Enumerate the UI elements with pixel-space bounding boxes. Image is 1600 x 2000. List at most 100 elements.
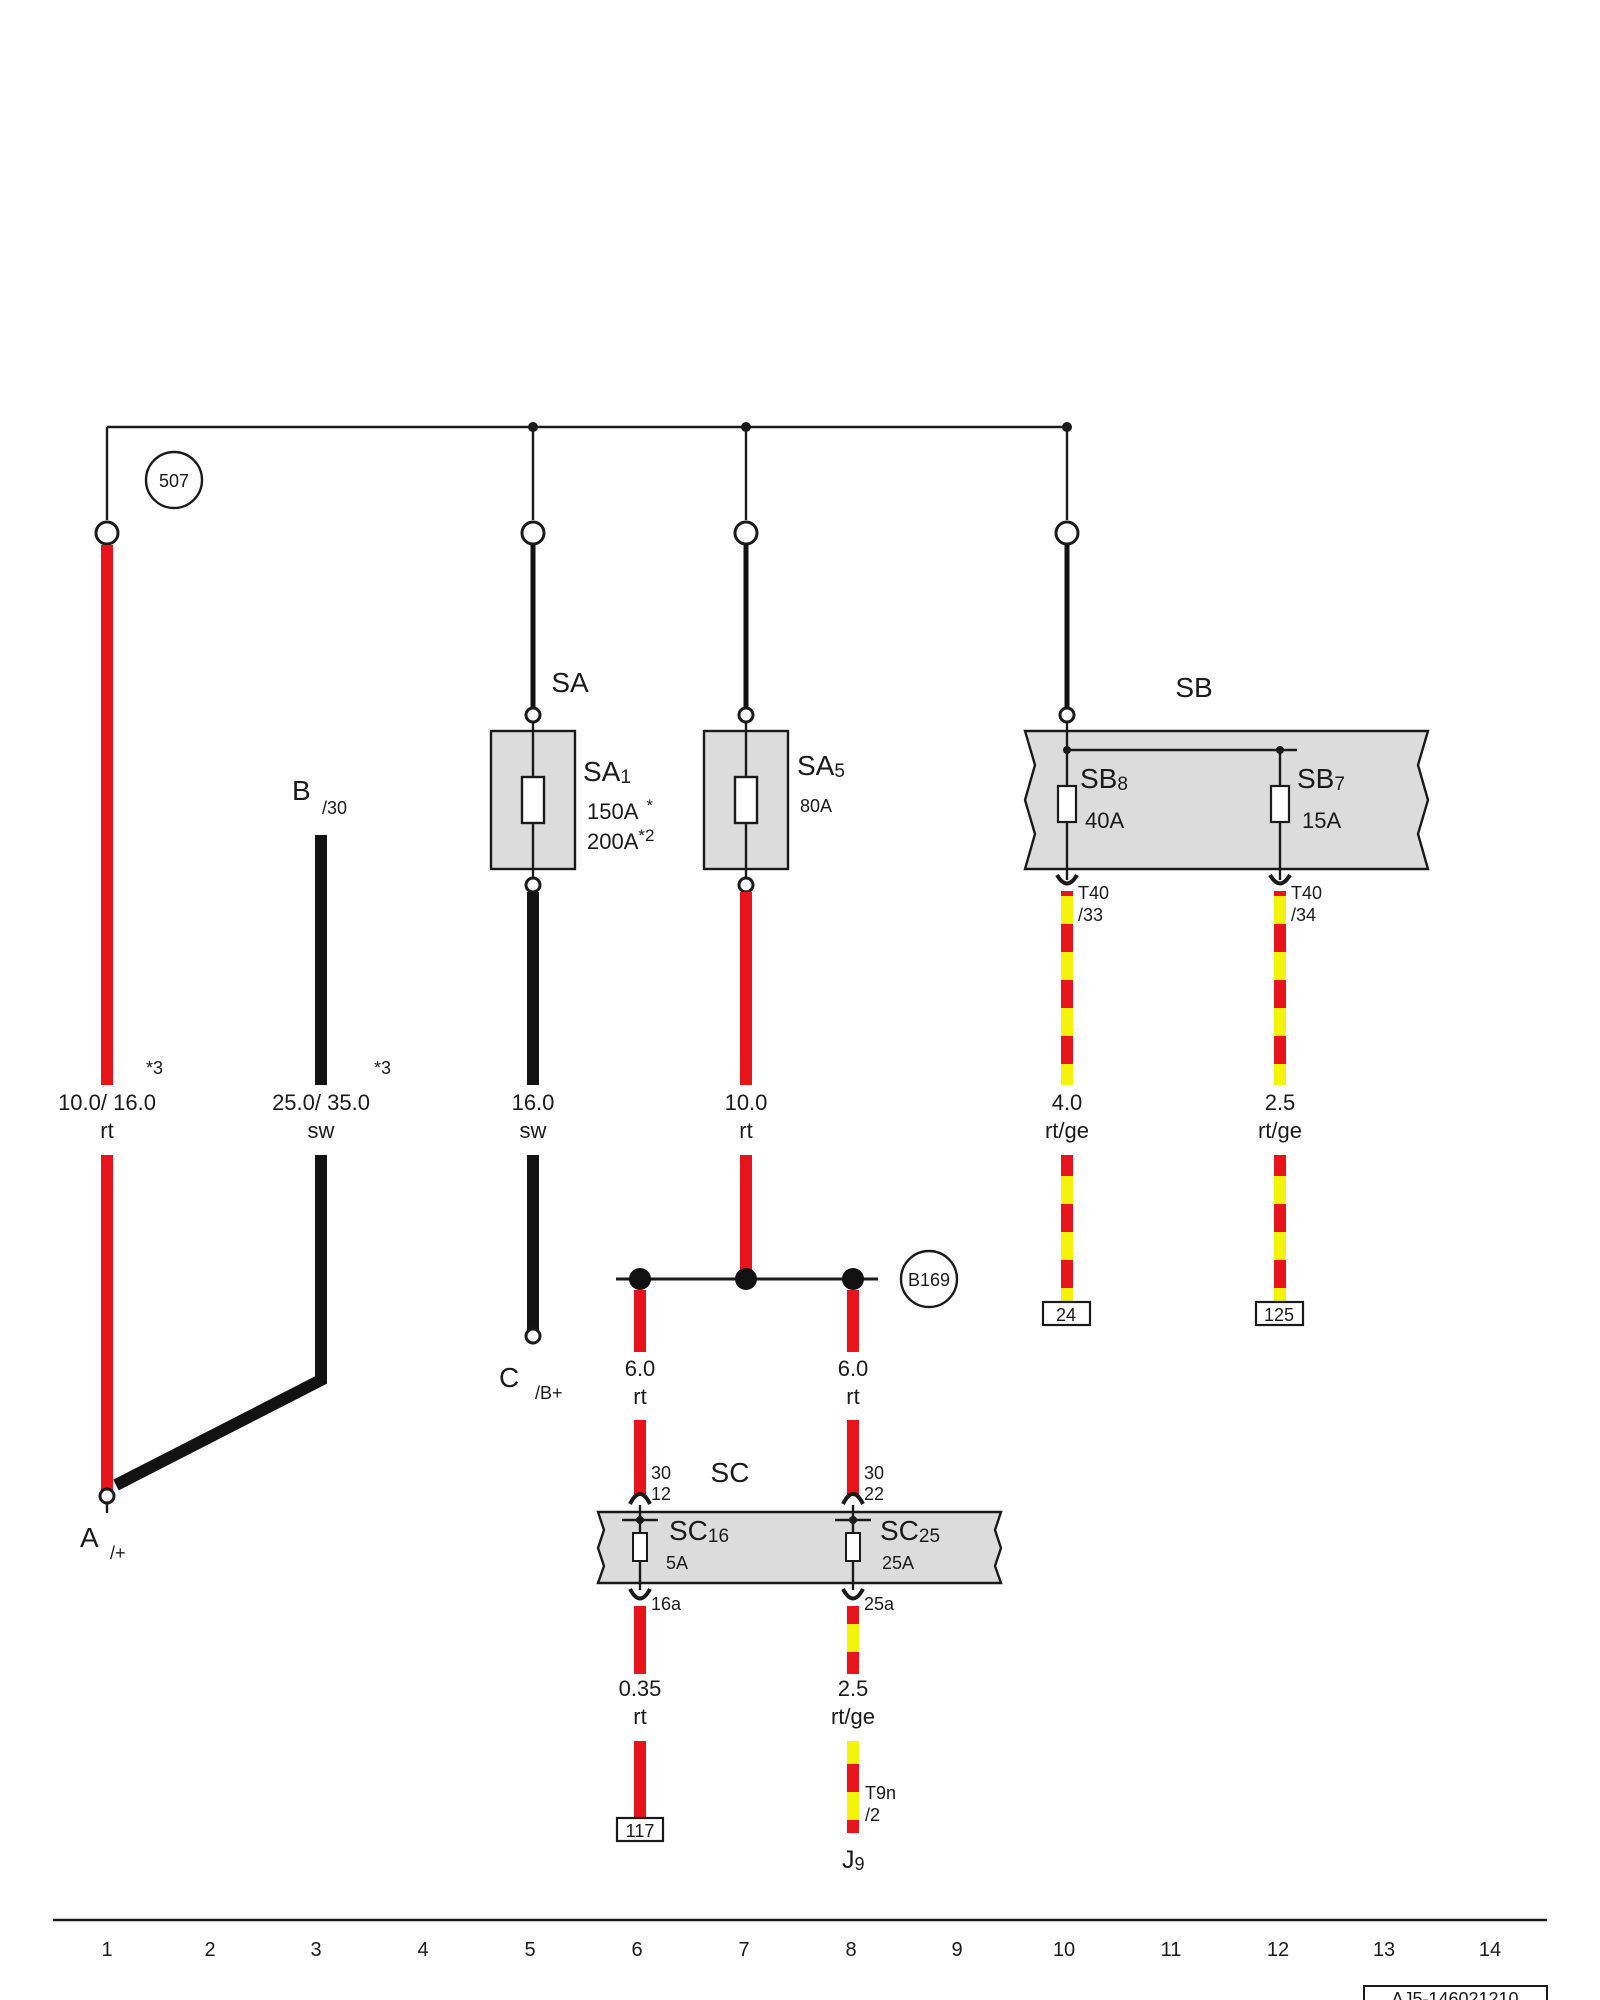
wire-1-upper	[101, 545, 113, 1085]
fuse-sa5-name: SA5	[797, 750, 845, 782]
component-circle-b169	[899, 1249, 959, 1309]
wire-1-note: *3	[146, 1058, 163, 1078]
wire-10-size: 4.0	[1052, 1090, 1083, 1115]
ref-24-box	[1041, 1300, 1092, 1327]
sc-in-16-arc	[628, 1492, 652, 1505]
ref-125-box	[1254, 1300, 1305, 1327]
fuse-sc25-symbol	[845, 1532, 861, 1562]
terminal-a	[98, 1487, 116, 1505]
fuse-sc25-name: SC25	[880, 1515, 940, 1547]
sc-in-16-terminal: 30	[651, 1463, 671, 1483]
wire-1-size: 10.0/ 16.0	[58, 1090, 156, 1115]
fuse-sa1-name: SA1	[583, 756, 631, 788]
component-b169-label: B169	[908, 1270, 950, 1290]
terminal-7	[733, 520, 759, 546]
wire-5-color: sw	[520, 1118, 547, 1143]
ref-24-label: 24	[1056, 1305, 1076, 1325]
t40-33-name: T40	[1078, 883, 1109, 903]
sa1-star-b: *2	[638, 826, 654, 845]
t40-34-name: T40	[1291, 883, 1322, 903]
track-number: 3	[310, 1939, 321, 1961]
component-circle-507	[144, 450, 204, 510]
sc-out-25-pin: 25a	[864, 1594, 895, 1614]
ref-117-box	[615, 1816, 665, 1843]
sc-out-16-arc	[628, 1588, 652, 1601]
sa1-in-pin	[524, 706, 542, 724]
component-j9: J9	[842, 1846, 865, 1874]
wire-8b-lower	[847, 1741, 859, 1833]
sc16-dot	[636, 1516, 644, 1524]
component-507-label: 507	[159, 471, 189, 491]
track-numbers: 1 2 3 4 5 6 7 8 9 10 11 12 13 14	[101, 1939, 1501, 1961]
wire-3-lower	[113, 1155, 327, 1491]
t40-33-arc	[1055, 873, 1079, 886]
sc-in-25-terminal: 30	[864, 1463, 884, 1483]
fusebox-sb-box	[1023, 729, 1430, 871]
fuse-sc25-rating: 25A	[882, 1553, 914, 1573]
fuse-sa1-rating-b: 200A*2	[587, 826, 654, 854]
t9n-name: T9n	[865, 1783, 896, 1803]
t40-34-pin: /34	[1291, 905, 1316, 925]
wire-8b-color: rt/ge	[831, 1704, 875, 1729]
track-number: 12	[1267, 1939, 1289, 1961]
splice-dot-7	[735, 1268, 757, 1290]
fuse-sa1-rating-a: 150A*	[587, 796, 653, 824]
wire-3-upper	[315, 835, 327, 1085]
splice-dot-6	[629, 1268, 651, 1290]
fuse-sc16-rating: 5A	[666, 1553, 688, 1573]
wire-7-upper	[740, 892, 752, 1085]
sc-in-25-pin: 22	[864, 1484, 884, 1504]
t40-34-arc	[1268, 873, 1292, 886]
wire-6b-size: 0.35	[619, 1676, 662, 1701]
sc-in-25-arc	[841, 1492, 865, 1505]
sa1-out-pin	[524, 876, 542, 894]
track-number: 8	[845, 1939, 856, 1961]
wire-6a-lower	[634, 1420, 646, 1495]
fuse-sb7-rating: 15A	[1302, 808, 1341, 833]
wire-6a-size: 6.0	[625, 1356, 656, 1381]
footer-image-id: AJ5-146021210	[1391, 1989, 1518, 2000]
track-number: 10	[1053, 1939, 1075, 1961]
terminal-5	[520, 520, 546, 546]
connector-c-sub: /B+	[535, 1383, 563, 1403]
fuse-sb8-symbol	[1056, 784, 1078, 824]
sa5-in-pin	[737, 706, 755, 724]
fuse-sa5-rating: 80A	[800, 796, 832, 816]
wire-3-note: *3	[374, 1058, 391, 1078]
track-number: 1	[101, 1939, 112, 1961]
fuse-sa1-sub: 1	[620, 767, 631, 788]
terminal-10	[1054, 520, 1080, 546]
ref-117-label: 117	[626, 1821, 655, 1841]
sc-out-16-pin: 16a	[651, 1594, 682, 1614]
sa5-out-pin	[737, 876, 755, 894]
component-j9-sub: 9	[855, 1854, 865, 1874]
wire-12-upper	[1274, 891, 1286, 1085]
footer-id-box	[1363, 1985, 1548, 2000]
wire-6b-upper	[634, 1606, 646, 1674]
fuse-sb7-symbol	[1269, 784, 1291, 824]
fuse-sc16-sub: 16	[708, 1526, 729, 1547]
wire-6a-color: rt	[633, 1384, 646, 1409]
wire-1-color: rt	[100, 1118, 113, 1143]
track-number: 5	[524, 1939, 535, 1961]
fusebox-sc-label: SC	[711, 1457, 750, 1488]
fuse-sb7-sub: 7	[1334, 774, 1345, 795]
fuse-sb8-rating: 40A	[1085, 808, 1124, 833]
fuse-sa5-sub: 5	[834, 761, 845, 782]
wire-12-lower	[1274, 1155, 1286, 1304]
connector-c-letter: C	[499, 1362, 519, 1393]
track-number: 14	[1479, 1939, 1501, 1961]
ref-125-label: 125	[1264, 1305, 1294, 1325]
t40-33-pin: /33	[1078, 905, 1103, 925]
wire-7-color: rt	[739, 1118, 752, 1143]
wire-1-lower	[101, 1155, 113, 1493]
wire-7-size: 10.0	[725, 1090, 768, 1115]
wire-5-lower	[527, 1155, 539, 1332]
track-number: 4	[417, 1939, 428, 1961]
wire-8b-upper	[847, 1606, 859, 1674]
wire-6b-lower	[634, 1741, 646, 1819]
terminal-1	[94, 520, 120, 546]
wire-10-lower	[1061, 1155, 1073, 1304]
fuse-sa5-symbol	[733, 775, 759, 825]
